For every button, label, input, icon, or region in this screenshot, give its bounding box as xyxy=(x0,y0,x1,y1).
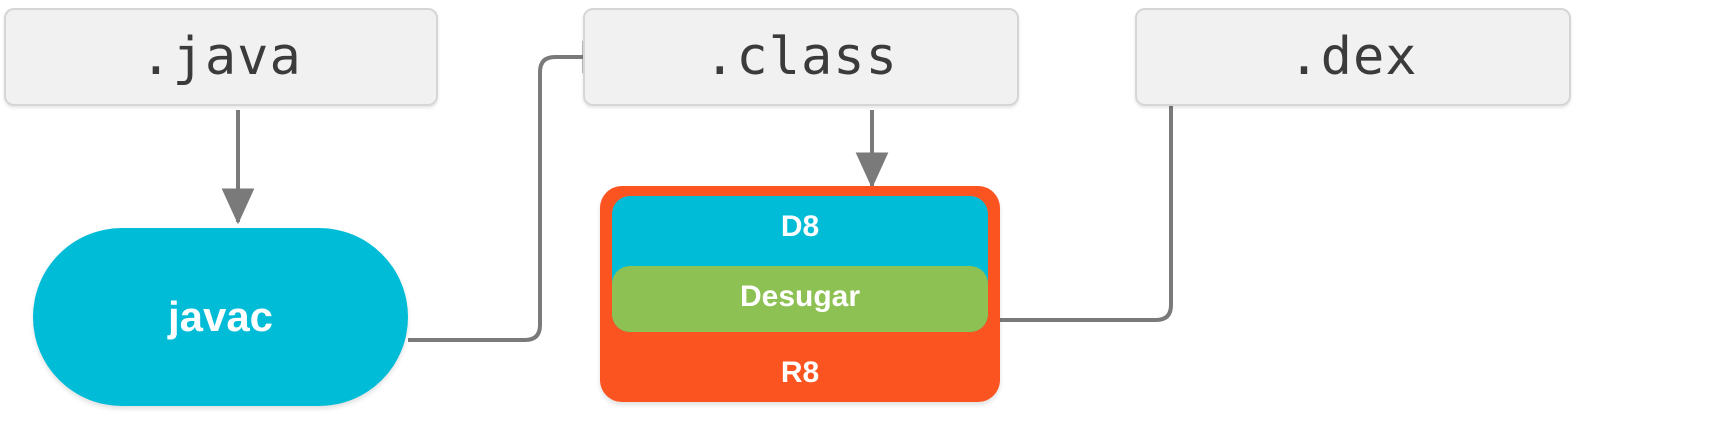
node-java-file[interactable]: .java xyxy=(4,8,438,106)
node-javac[interactable]: javac xyxy=(33,228,408,406)
node-javac-label: javac xyxy=(167,293,274,340)
node-java-file-label: .java xyxy=(140,27,302,87)
node-d8[interactable]: D8 Desugar xyxy=(612,196,988,332)
node-class-file[interactable]: .class xyxy=(583,8,1019,106)
node-desugar[interactable]: Desugar xyxy=(612,266,988,332)
node-desugar-label: Desugar xyxy=(739,280,861,313)
node-r8[interactable]: D8 Desugar R8 xyxy=(600,186,1000,402)
node-r8-label: R8 xyxy=(780,356,820,389)
node-dex-file[interactable]: .dex xyxy=(1135,8,1571,106)
node-class-file-label: .class xyxy=(704,27,898,87)
node-d8-label: D8 xyxy=(780,210,820,243)
node-dex-file-label: .dex xyxy=(1288,27,1418,87)
